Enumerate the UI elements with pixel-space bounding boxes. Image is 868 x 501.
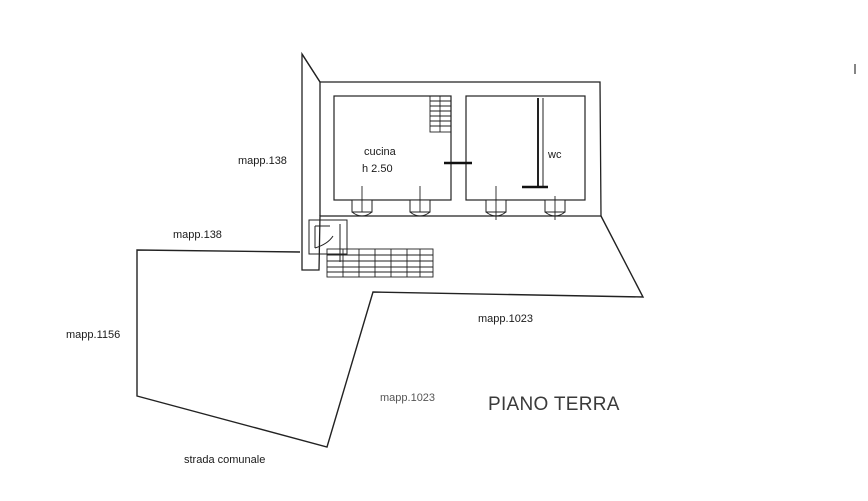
parcel-label-east: mapp.1023 (478, 313, 533, 325)
external-stair (326, 248, 434, 278)
parcel-label-north-upper: mapp.138 (238, 155, 287, 167)
road-label: strada comunale (184, 454, 265, 466)
plan-title: PIANO TERRA (488, 394, 620, 415)
wall-diagonal (301, 53, 321, 83)
kitchen-height-label: h 2.50 (362, 163, 393, 175)
opening-swings (351, 186, 566, 220)
parcel-label-south: mapp.1023 (380, 392, 435, 404)
kitchen-label: cucina (364, 146, 397, 158)
entry-area (308, 219, 348, 262)
wc-room (465, 95, 586, 201)
door-opening (452, 140, 465, 172)
parcel-label-west: mapp.1156 (66, 329, 120, 341)
parcel-boundary (136, 215, 645, 448)
parcel-label-north-lower: mapp.138 (173, 229, 222, 241)
kitchen-room (333, 95, 452, 201)
internal-stair (429, 95, 452, 133)
wc-label: wc (547, 149, 562, 161)
